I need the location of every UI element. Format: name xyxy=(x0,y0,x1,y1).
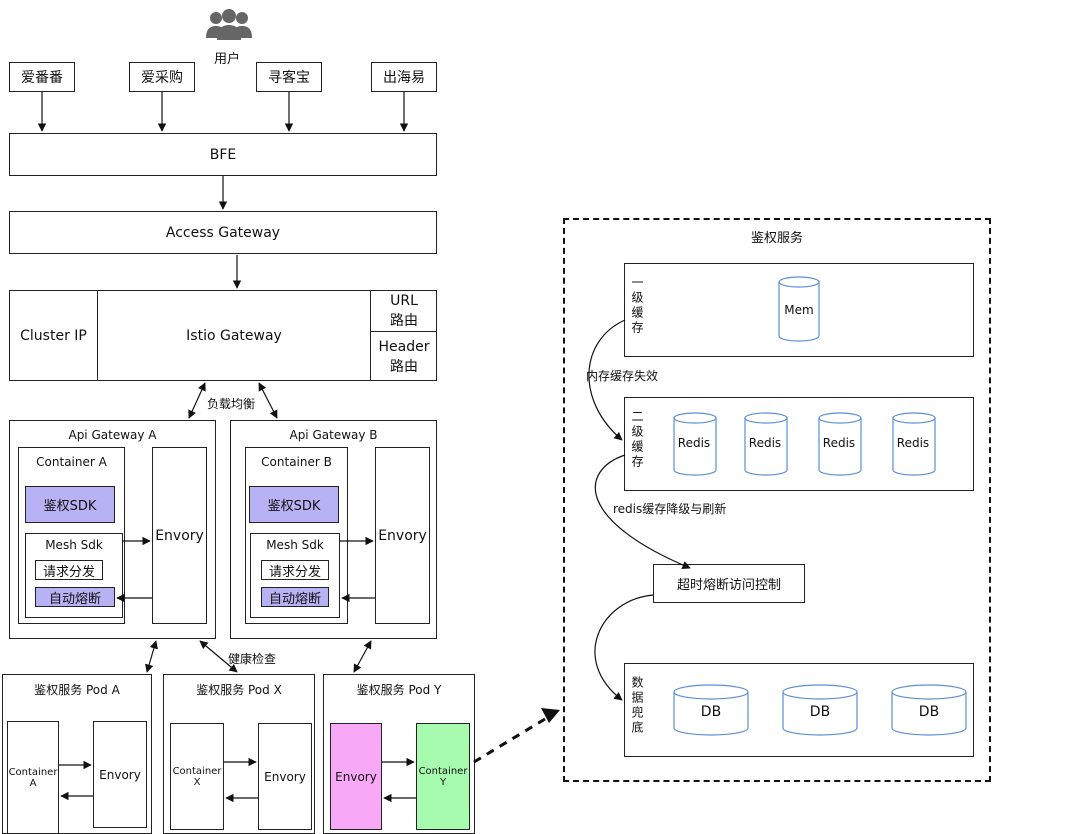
breaker-b: 自动熔断 xyxy=(261,587,329,607)
auth-service-title: 鉴权服务 xyxy=(750,231,803,246)
redis-4-label: Redis xyxy=(896,436,930,450)
header-route-label: Header 路由 xyxy=(371,337,437,377)
istio-row xyxy=(9,290,437,381)
cluster-ip-divider xyxy=(97,290,98,381)
pod-x-title: 鉴权服务 Pod X xyxy=(196,683,282,697)
app-box-aicaigou: 爱采购 xyxy=(129,62,195,92)
pod-y-envoy: Envory xyxy=(330,723,382,830)
pod-y-container: Container Y xyxy=(416,723,470,830)
api-gateway-b-title: Api Gateway B xyxy=(289,428,378,442)
pod-x-envoy: Envory xyxy=(258,723,312,830)
auth-service-region xyxy=(563,218,991,782)
db-2-label: DB xyxy=(809,704,831,720)
url-route-line2: 路由 xyxy=(390,313,418,329)
pod-a-container-line2: A xyxy=(29,777,37,789)
users-icon xyxy=(205,8,253,42)
load-balance-label: 负载均衡 xyxy=(207,397,256,411)
envoy-b: Envory xyxy=(375,447,430,624)
app-box-chuhaiyi: 出海易 xyxy=(371,62,437,92)
arrow-gwa-poda xyxy=(145,640,158,673)
mem-cylinder-label: Mem xyxy=(784,303,814,317)
header-route-line2: 路由 xyxy=(390,359,418,375)
pod-a-envoy: Envory xyxy=(93,721,147,828)
cluster-ip-label: Cluster IP xyxy=(20,327,87,344)
redis-1-label: Redis xyxy=(677,436,711,450)
envoy-a: Envory xyxy=(152,447,207,624)
header-route-line1: Header xyxy=(378,339,430,355)
l2-cache-label: 二级缓存 xyxy=(630,410,644,470)
route-hdivider xyxy=(370,331,437,332)
auth-sdk-b: 鉴权SDK xyxy=(249,486,339,523)
timeout-control-box: 超时熔断访问控制 xyxy=(653,564,805,603)
dispatch-a: 请求分发 xyxy=(35,560,103,580)
pod-a-title: 鉴权服务 Pod A xyxy=(34,683,120,697)
redis-3-label: Redis xyxy=(822,436,856,450)
pod-x-container: Container X xyxy=(170,723,224,830)
url-route-label: URL 路由 xyxy=(371,291,437,331)
db-1-label: DB xyxy=(700,704,722,720)
db-3-label: DB xyxy=(918,704,940,720)
pod-y-container-line2: Y xyxy=(439,776,447,788)
mesh-sdk-a-label: Mesh Sdk xyxy=(45,538,103,552)
arrow-pody-auth-service xyxy=(473,714,551,764)
auth-sdk-a: 鉴权SDK xyxy=(25,486,115,523)
pod-y-title: 鉴权服务 Pod Y xyxy=(356,683,442,697)
pod-a-container-line1: Container xyxy=(8,766,58,778)
pod-x-container-line1: Container xyxy=(172,765,222,777)
pod-a-container: Container A xyxy=(7,721,59,834)
bfe-box: BFE xyxy=(9,133,437,176)
arrow-gwb-pody xyxy=(353,640,372,673)
container-a-label: Container A xyxy=(36,455,107,469)
app-box-xunkebao: 寻客宝 xyxy=(256,62,322,92)
mesh-sdk-b-label: Mesh Sdk xyxy=(266,538,324,552)
redis-degrade-label: redis缓存降级与刷新 xyxy=(613,502,727,516)
arrow-istio-gwb xyxy=(258,382,278,419)
arrow-pody-auth-head xyxy=(541,708,560,723)
pod-x-container-line2: X xyxy=(193,776,201,788)
redis-2-label: Redis xyxy=(748,436,782,450)
breaker-a: 自动熔断 xyxy=(35,587,115,607)
dispatch-b: 请求分发 xyxy=(261,560,329,580)
mem-fail-label: 内存缓存失效 xyxy=(586,369,659,383)
url-route-line1: URL xyxy=(390,293,418,309)
arrow-istio-gwa xyxy=(188,382,206,419)
fallback-label: 数据兜底 xyxy=(630,676,644,736)
user-label: 用户 xyxy=(214,52,241,67)
app-box-aifanfan: 爱番番 xyxy=(9,62,75,92)
container-b-label: Container B xyxy=(261,455,332,469)
access-gateway-box: Access Gateway xyxy=(9,211,437,254)
route-divider xyxy=(370,290,371,381)
pod-y-container-line1: Container xyxy=(418,765,468,777)
api-gateway-a-title: Api Gateway A xyxy=(68,428,157,442)
l1-cache-label: 一级缓存 xyxy=(630,276,644,336)
istio-gateway-label: Istio Gateway xyxy=(186,327,282,344)
health-check-label: 健康检查 xyxy=(228,652,277,666)
